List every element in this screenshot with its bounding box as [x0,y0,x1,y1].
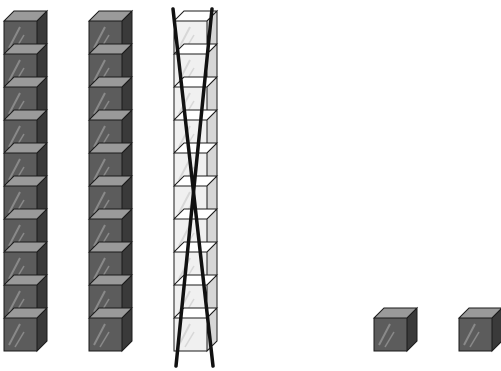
unit-cube-1 [374,308,417,351]
rod-1-unit-10 [4,308,47,351]
unit-cube-2 [459,308,501,351]
ten-rod-1 [4,11,47,351]
ten-rod-3 [173,9,217,366]
rod-2-unit-10 [89,308,132,351]
unit-cube-2-body [459,308,501,351]
unit-cube-1-body [374,308,417,351]
ten-rod-2 [89,11,132,351]
